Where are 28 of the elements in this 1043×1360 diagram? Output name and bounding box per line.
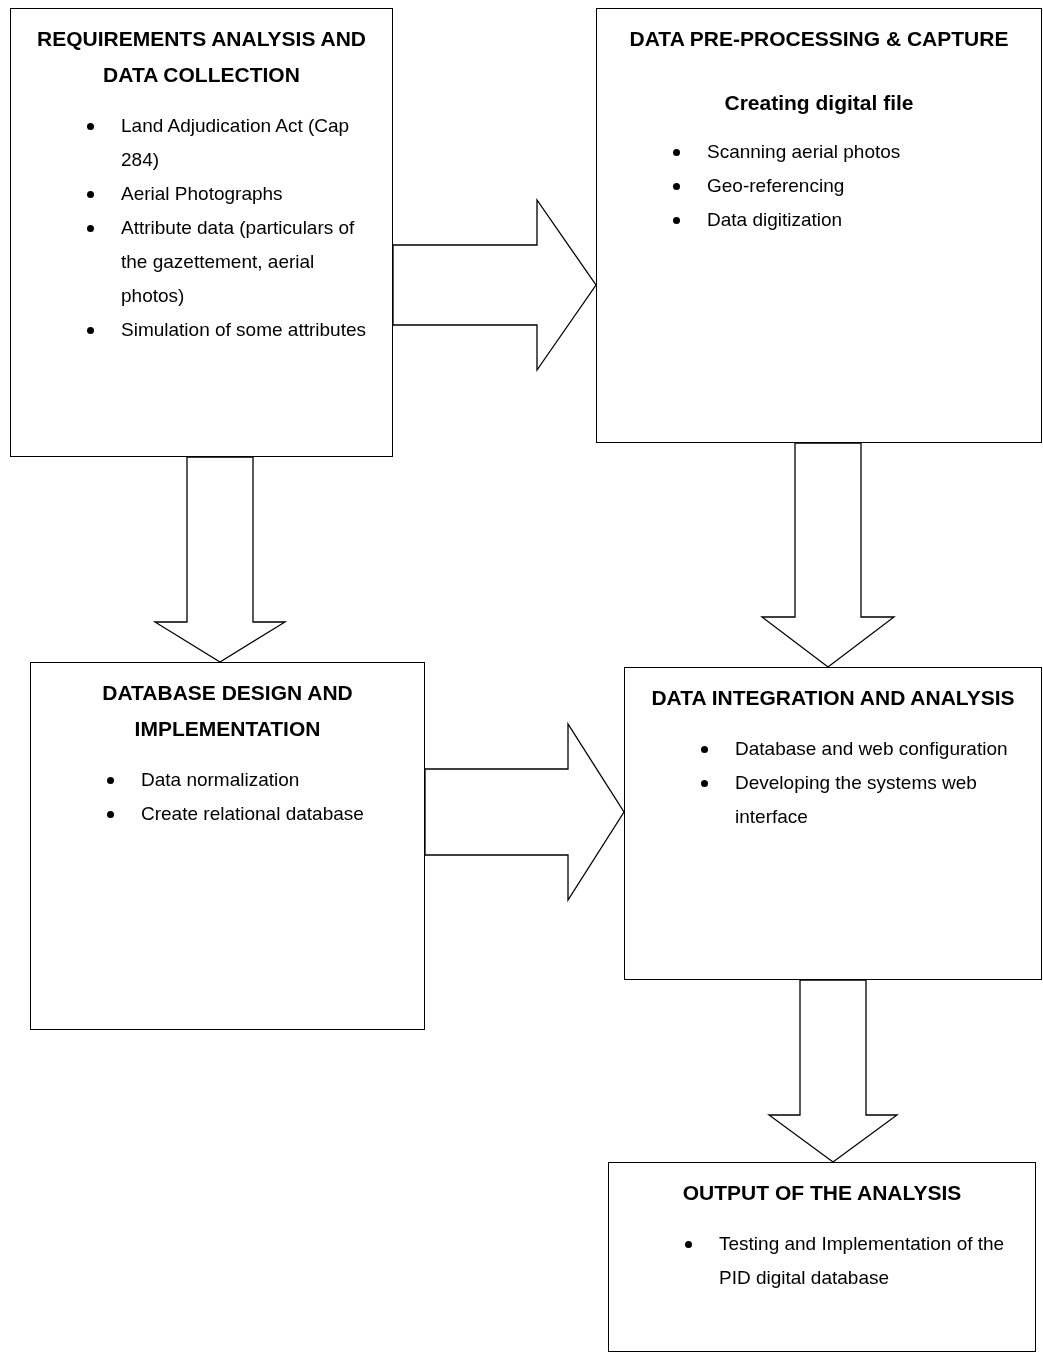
- box-heading: OUTPUT OF THE ANALYSIS: [681, 1180, 963, 1206]
- process-box: [596, 8, 1042, 443]
- bullet-item: Data digitization: [707, 208, 844, 232]
- bullet-item: Data normalization: [141, 768, 301, 792]
- bullet-item: Database and web configuration: [735, 737, 1009, 761]
- block-arrow: [767, 979, 899, 1163]
- bullet-item: Geo-referencing: [707, 174, 846, 198]
- box-heading: DATA PRE-PROCESSING & CAPTURE: [628, 26, 1010, 52]
- process-box: [30, 662, 425, 1030]
- block-arrow: [392, 197, 597, 373]
- bullet-item: Aerial Photographs: [121, 182, 284, 206]
- box-heading: REQUIREMENTS ANALYSIS AND DATA COLLECTION: [35, 26, 367, 88]
- bullet-item: Land Adjudication Act (Cap 284): [121, 114, 351, 172]
- block-arrow: [424, 721, 625, 903]
- process-box: [608, 1162, 1036, 1352]
- process-box: [10, 8, 393, 457]
- bullet-item: Simulation of some attributes: [121, 318, 367, 342]
- bullet-item: Scanning aerial photos: [707, 140, 902, 164]
- box-subheading: Creating digital file: [723, 90, 915, 116]
- process-box: [624, 667, 1042, 980]
- bullet-item: Developing the systems web interface: [735, 771, 978, 829]
- bullet-item: Create relational database: [141, 802, 365, 826]
- box-heading: DATA INTEGRATION AND ANALYSIS: [650, 685, 1016, 711]
- bullet-item: Attribute data (particulars of the gazettement, aerial photos): [121, 216, 356, 308]
- block-arrow: [152, 456, 288, 663]
- block-arrow: [760, 442, 896, 668]
- box-heading: DATABASE DESIGN AND IMPLEMENTATION: [101, 680, 354, 742]
- bullet-item: Testing and Implementation of the PID digital database: [719, 1232, 1006, 1290]
